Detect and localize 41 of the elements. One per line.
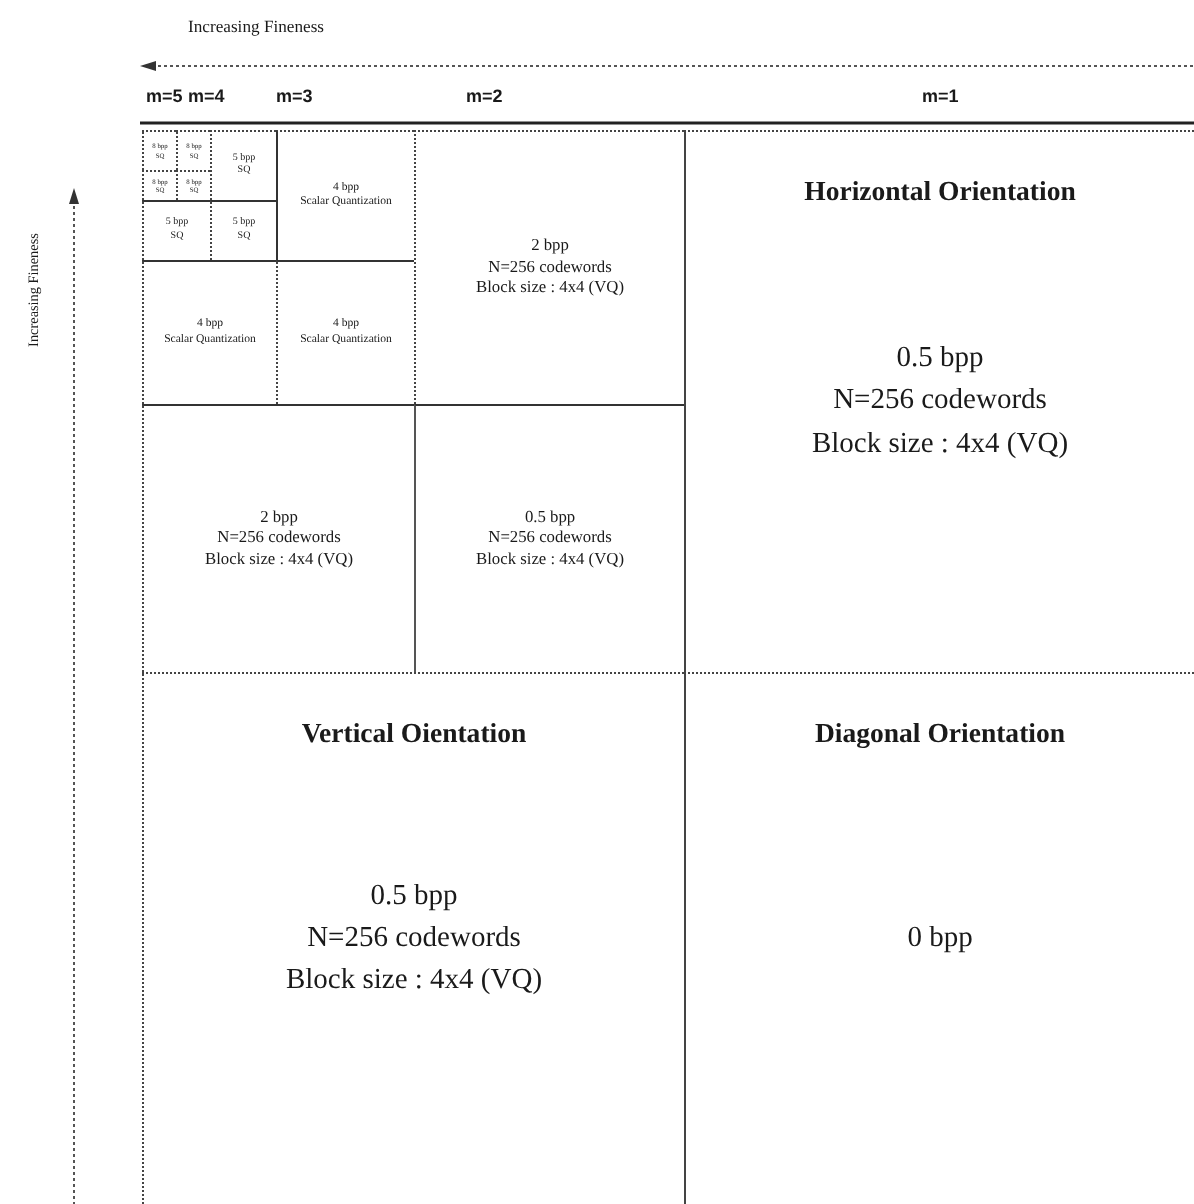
subband-box xyxy=(176,170,210,200)
bit-rate-label: 0.5 bpp xyxy=(524,507,576,529)
subband-box xyxy=(684,672,1194,1204)
codebook-size-label: N=256 codewords xyxy=(217,528,341,550)
subband-box xyxy=(684,130,1194,672)
subband-box xyxy=(176,130,210,170)
subband-box xyxy=(142,130,176,170)
level-label: m=3 xyxy=(276,86,313,106)
codebook-size-label: N=256 codewords xyxy=(488,257,612,279)
subband-box xyxy=(276,260,414,404)
subband-box xyxy=(414,130,684,404)
level-label: m=2 xyxy=(466,86,503,106)
block-size-label: Block size : 4x4 (VQ) xyxy=(476,278,624,300)
bit-rate-label: 0 bpp xyxy=(907,919,973,958)
block-size-label: Block size : 4x4 (VQ) xyxy=(205,549,353,571)
subband-box xyxy=(414,404,684,672)
subband-box xyxy=(142,170,176,200)
codebook-size-label: N=256 codewords xyxy=(307,919,521,958)
block-size-label: Block size : 4x4 (VQ) xyxy=(811,425,1069,463)
bit-rate-label: 0.5 bpp xyxy=(896,340,984,379)
codebook-size-label: N=256 codewords xyxy=(488,528,612,550)
level-label: m=4 xyxy=(188,86,225,106)
subband-box xyxy=(142,672,684,1204)
block-size-label: Block size : 4x4 (VQ) xyxy=(285,962,543,1000)
level-label: m=1 xyxy=(922,86,959,106)
subband-box xyxy=(142,404,414,672)
bit-rate-label: 0.5 bpp xyxy=(370,877,458,916)
subband-box xyxy=(142,200,210,260)
axis-label: Increasing Fineness xyxy=(188,16,325,36)
subband-box xyxy=(210,200,276,260)
orientation-heading: Vertical Oientation xyxy=(301,718,527,750)
codebook-size-label: N=256 codewords xyxy=(833,382,1047,421)
bit-rate-label: 2 bpp xyxy=(531,236,569,258)
subband-box xyxy=(142,260,276,404)
level-label: m=5 xyxy=(146,86,183,106)
subband-box xyxy=(210,130,276,200)
subband-box xyxy=(276,130,414,260)
block-size-label: Block size : 4x4 (VQ) xyxy=(476,549,624,571)
orientation-heading: Diagonal Orientation xyxy=(814,718,1066,750)
orientation-heading: Horizontal Orientation xyxy=(804,176,1076,208)
bit-rate-label: 2 bpp xyxy=(260,507,298,529)
